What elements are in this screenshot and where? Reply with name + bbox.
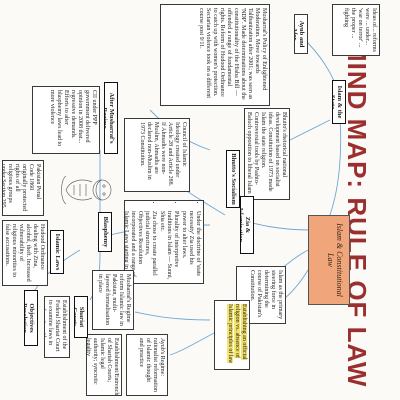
note-text: Musharraf's Regime reform Islamic law in… xyxy=(97,274,131,326)
node-islam-state: Islam & the State xyxy=(332,80,346,124)
note-left-top: Ideas of... reforms were ... under... 'w… xyxy=(332,4,380,56)
note-penal-code: Pakistan Penal Code 1860 originally prot… xyxy=(2,160,44,216)
node-objectives-resolution: Objectives Resolution xyxy=(24,290,38,346)
note-musharraf-policy: Musharraf's Policy of Enlightened Modera… xyxy=(160,4,270,106)
node-heading: Shariat Courts xyxy=(74,306,85,328)
node-heading: After Musharraf's Regime xyxy=(104,92,115,144)
link-establishing-musharrafregime xyxy=(134,311,211,321)
note-text: Establishment of the Federal Shariat Cou… xyxy=(44,300,67,352)
note-zia-body: Under the doctrine of 'state necessity' … xyxy=(124,200,204,284)
note-shariat-body: Establishment of the Federal Shariat Cou… xyxy=(44,296,70,358)
link-center-islam xyxy=(327,119,342,221)
note-bhutto-socialism: Bhutto's rhetorical national development… xyxy=(244,108,290,200)
note-text: Council of Islamic Ideology created unde… xyxy=(139,122,187,187)
note-council-islamic-ideology: Council of Islamic Ideology created unde… xyxy=(124,118,190,192)
highlighted-text: Establishing an official religion vs. ab… xyxy=(227,304,247,364)
node-blasphemy: Blasphemy xyxy=(98,212,112,252)
node-heading: Zia & Islamization xyxy=(240,207,251,243)
node-heading: Bhutto's Socialism xyxy=(230,153,237,205)
node-after-musharraf: After Musharraf's Regime xyxy=(104,82,118,154)
note-text: Pakistan Penal Code 1860 originally prot… xyxy=(2,164,41,212)
node-heading: Blasphemy xyxy=(102,216,109,248)
node-shariat-courts: Shariat Courts xyxy=(74,296,88,338)
sketch-illustration xyxy=(61,175,112,205)
note-ayub-regime: Ayub's Regime: rationalist reformation o… xyxy=(126,334,168,396)
node-ayub-afer: Ayub and Afer xyxy=(294,14,308,54)
zia-point-1: Under the doctrine of 'state necessity' … xyxy=(180,211,201,280)
note-text: Musharraf's Policy of Enlightened Modera… xyxy=(198,8,267,100)
note-islamic-laws: Hudood Ordinance dealing with Zina, alco… xyxy=(2,220,48,286)
note-text: Hudood Ordinance dealing with Zina, alco… xyxy=(2,224,45,282)
node-zia: Zia & Islamization xyxy=(240,196,254,254)
note-text: Ayub's Regime: rationalist reformation o… xyxy=(138,338,165,392)
central-topic: Islam & Constitutional Law xyxy=(308,215,350,305)
note-after-musharraf: CII under PPP government delivered opini… xyxy=(32,86,100,154)
node-heading: Islamic Laws xyxy=(54,233,61,271)
central-topic-text: Islam & Constitutional Law xyxy=(326,223,344,297)
node-heading: Objectives Resolution xyxy=(24,303,35,333)
note-text: Establishment/Entrenchment of Shariah Co… xyxy=(86,338,119,396)
note-musharraf-regime: Musharraf's Regime reform Islamic law in… xyxy=(92,270,134,330)
note-text: Ideas of... reforms were ... under... 'w… xyxy=(343,8,377,52)
note-text: CII under PPP government delivered opini… xyxy=(49,90,97,147)
node-heading: Ayub and Afer xyxy=(294,20,305,48)
note-bhutto-regime: Establishment/Entrenchment of Shariah Co… xyxy=(86,334,122,396)
node-heading: Islam & the State xyxy=(332,85,343,119)
zia-point-2: Plurality of interpretive traditions in … xyxy=(158,211,179,280)
note-text: Islam as the primary steering force in d… xyxy=(249,270,283,320)
note-establishing-religion: Establishing an official religion vs. ab… xyxy=(214,300,250,370)
node-islamic-laws: Islamic Laws xyxy=(50,230,64,274)
node-bhutto: Bhutto's Socialism xyxy=(226,150,240,208)
note-text: Bhutto's rhetorical national development… xyxy=(244,112,287,194)
link-establishing-ayubregime xyxy=(169,329,221,356)
